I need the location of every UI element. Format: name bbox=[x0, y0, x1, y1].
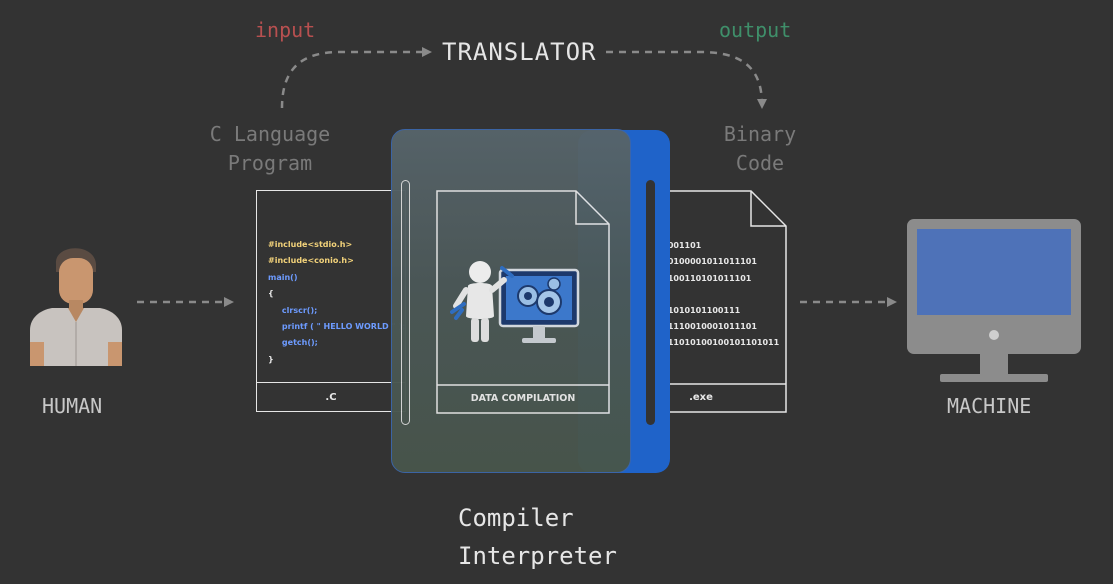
binary-line: 001111010101100111 bbox=[640, 305, 741, 315]
input-arrow bbox=[280, 47, 432, 109]
source-title: C Language Program bbox=[200, 120, 340, 178]
compiler-card: DATA COMPILATION bbox=[391, 129, 631, 473]
compiler-card-slot bbox=[646, 180, 655, 425]
person-icon bbox=[30, 248, 122, 366]
monitor-icon bbox=[907, 219, 1081, 382]
code-line: printf ( " HELLO WORLD " ); bbox=[268, 322, 406, 332]
code-line: #include<conio.h> bbox=[268, 256, 354, 266]
code-line: clrscr(); bbox=[268, 305, 318, 315]
binary-line: 01011100110101011101 bbox=[640, 273, 752, 283]
source-extension: .C bbox=[325, 391, 337, 403]
compiler-caption-line1: Compiler bbox=[458, 504, 574, 532]
binary-line: 010101110010001011101 bbox=[640, 322, 757, 332]
binary-line: 01011001101 bbox=[640, 241, 702, 250]
output-title: Binary Code bbox=[705, 120, 815, 178]
compiler-card-rail bbox=[401, 180, 410, 425]
code-line: } bbox=[268, 354, 274, 364]
output-label: output bbox=[719, 18, 792, 42]
output-extension: .exe bbox=[689, 392, 713, 403]
output-title-line2: Code bbox=[735, 151, 785, 175]
binary-listing: 01011001101 001010100001011011101 01011100… bbox=[640, 238, 779, 352]
code-line: #include<stdio.h> bbox=[268, 240, 353, 249]
compiler-caption-line2: Interpreter bbox=[458, 542, 617, 570]
binary-line: 0101111010100100101101011 bbox=[640, 338, 780, 348]
output-title-line1: Binary bbox=[723, 122, 797, 146]
output-arrow bbox=[606, 50, 767, 109]
code-line: { bbox=[268, 289, 274, 299]
compiler-doc-label: DATA COMPILATION bbox=[470, 393, 576, 404]
human-label: HUMAN bbox=[42, 394, 103, 418]
code-listing: #include<stdio.h> #include<conio.h> main()… bbox=[268, 237, 405, 368]
binary-line: 001010100001011011101 bbox=[640, 257, 757, 267]
compiler-doc-outline bbox=[436, 190, 610, 414]
robot-gears-icon bbox=[450, 261, 580, 343]
code-line: getch(); bbox=[268, 338, 318, 348]
source-code-document: #include<stdio.h> #include<conio.h> main()… bbox=[256, 190, 406, 412]
source-doc-footer: .C bbox=[257, 382, 405, 411]
code-line: main() bbox=[268, 272, 298, 282]
machine-label: MACHINE bbox=[947, 394, 1032, 418]
source-title-line1: C Language bbox=[209, 122, 331, 146]
source-title-line2: Program bbox=[227, 151, 313, 175]
translator-label: TRANSLATOR bbox=[442, 38, 597, 66]
input-label: input bbox=[255, 18, 316, 42]
compiler-caption: Compiler Interpreter bbox=[458, 499, 617, 575]
